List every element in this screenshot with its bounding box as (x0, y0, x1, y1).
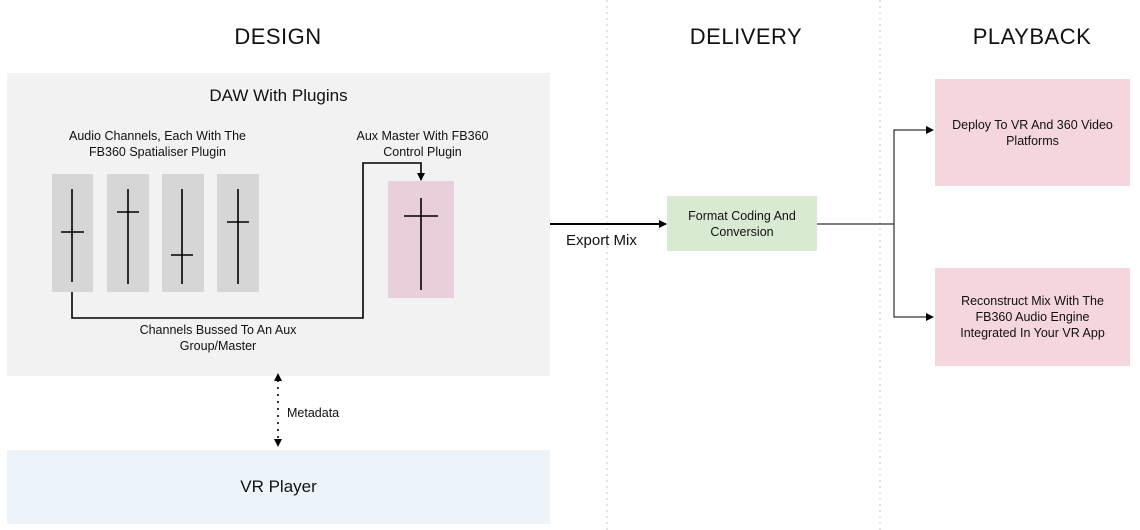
fader-2 (117, 189, 139, 284)
vr-player-box: VR Player (7, 450, 550, 524)
channel-strip-3 (162, 174, 204, 292)
reconstruct-box: Reconstruct Mix With The FB360 Audio Eng… (935, 268, 1130, 366)
aux-fader (404, 198, 438, 290)
metadata-label: Metadata (287, 406, 340, 420)
deploy-arrow (893, 126, 934, 224)
bussed-label: Channels Bussed To An Aux Group/Master (139, 323, 297, 353)
format-coding-box: Format Coding And Conversion (667, 196, 817, 251)
heading-delivery: DELIVERY (689, 24, 803, 49)
aux-label: Aux Master With FB360 Control Plugin (356, 129, 489, 159)
fader-4 (227, 189, 249, 284)
heading-playback: PLAYBACK (972, 24, 1092, 49)
daw-panel (7, 73, 550, 376)
export-mix-label: Export Mix (566, 232, 637, 249)
channels-label: Audio Channels, Each With The FB360 Spat… (69, 129, 246, 159)
heading-design: DESIGN (234, 24, 322, 49)
daw-title: DAW With Plugins (209, 86, 348, 105)
fader-1 (61, 189, 84, 282)
deploy-box: Deploy To VR And 360 Video Platforms (935, 79, 1130, 186)
reconstruct-arrow (893, 224, 934, 321)
fader-3 (171, 189, 193, 284)
bus-routing-arrow (71, 162, 425, 319)
